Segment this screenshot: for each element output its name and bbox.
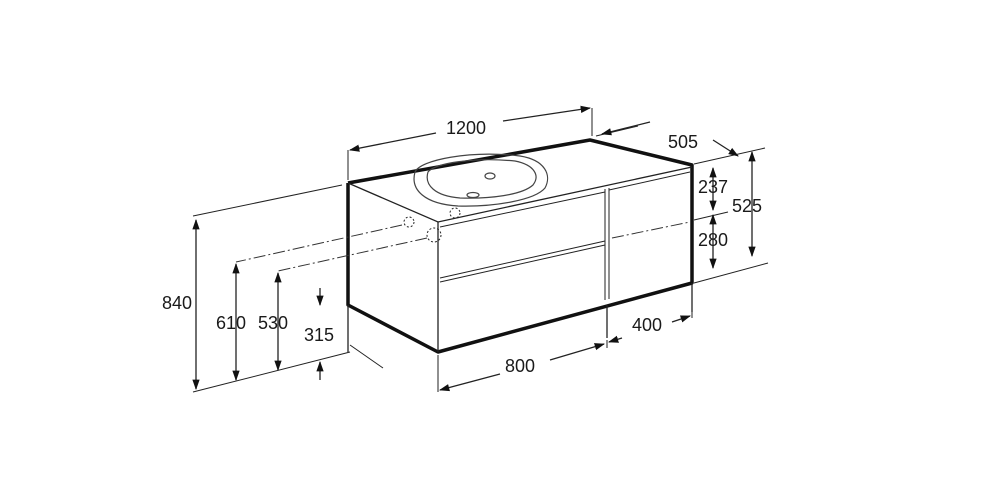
dimension-labels: 1200 505 237 525 280 840 610 530 315 800… [162, 118, 762, 376]
water-inlet-icon [449, 207, 461, 219]
tap-hole [484, 172, 496, 180]
door-top-line [608, 171, 691, 191]
label-depth: 505 [668, 132, 698, 152]
label-drain-height-1: 610 [216, 313, 246, 333]
dim-line-400 [608, 335, 623, 343]
label-drawer-top: 237 [698, 177, 728, 197]
basin [413, 153, 549, 207]
dim-line-1200 [348, 132, 437, 152]
label-unit-width-main: 800 [505, 356, 535, 376]
inlet-height-centerline [235, 224, 403, 263]
drawer-top-line [439, 191, 606, 228]
basin-outer [413, 153, 549, 207]
dim-line-505 [712, 139, 739, 157]
dim-line-800 [549, 343, 605, 361]
basin-inner [426, 159, 537, 199]
dim-line-505 [600, 121, 651, 136]
connection-markers [235, 207, 691, 272]
label-unit-width-side: 400 [632, 315, 662, 335]
dim-line-800 [438, 373, 501, 392]
label-height-total: 840 [162, 293, 192, 313]
dimension-lines [192, 105, 756, 392]
label-floor-clearance: 315 [304, 325, 334, 345]
label-side-height: 525 [732, 196, 762, 216]
label-drain-height-2: 530 [258, 313, 288, 333]
label-width-total: 1200 [446, 118, 486, 138]
label-drawer-bottom: 280 [698, 230, 728, 250]
side-centerline [611, 221, 691, 239]
drawer-division-line [439, 240, 606, 279]
water-inlet-icon [403, 216, 415, 228]
drain-outlet-icon [426, 227, 442, 243]
drawer-division-line [439, 244, 606, 283]
dim-line-400 [671, 315, 691, 323]
drain-hole [466, 191, 480, 199]
dim-line-1200 [502, 105, 592, 122]
cabinet [346, 138, 694, 354]
drain-height-centerline [277, 237, 428, 272]
